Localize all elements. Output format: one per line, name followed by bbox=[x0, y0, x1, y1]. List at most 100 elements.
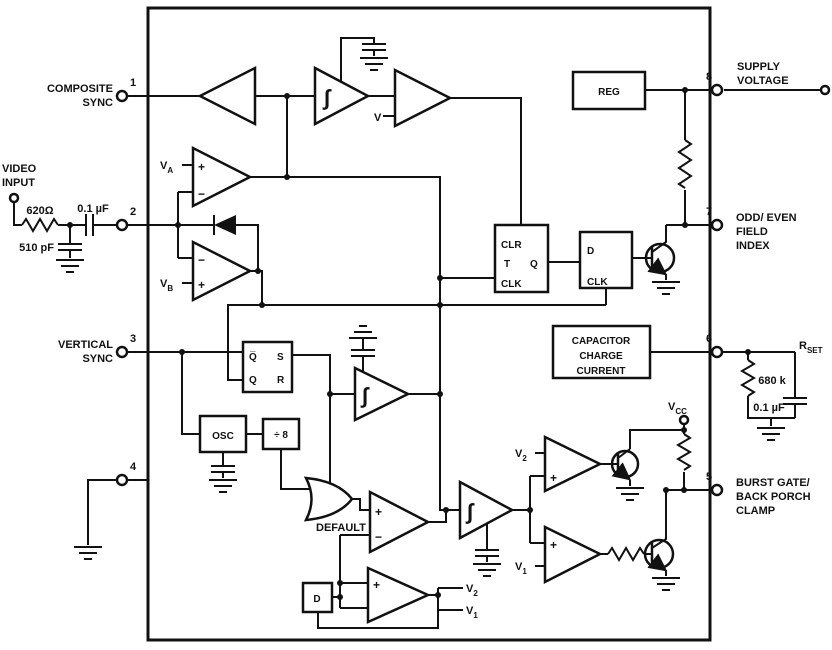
ground-symbol bbox=[756, 427, 786, 441]
wire bbox=[250, 176, 460, 511]
default-label: DEFAULT bbox=[316, 522, 366, 534]
rset-network bbox=[722, 351, 807, 441]
integrator-3-triangle bbox=[458, 479, 515, 541]
video-input-network bbox=[8, 192, 148, 273]
pin7-label-line1: ODD/ EVEN bbox=[736, 212, 797, 224]
pin8-label-line2: VOLTAGE bbox=[737, 75, 789, 87]
va-plus: + bbox=[198, 160, 205, 174]
pin2-number: 2 bbox=[130, 206, 136, 218]
charge-line3: CURRENT bbox=[577, 366, 626, 377]
ff2-clk: CLK bbox=[587, 277, 608, 288]
pin-1-circle bbox=[115, 89, 129, 103]
ground-symbol bbox=[651, 577, 681, 591]
wire bbox=[181, 352, 200, 435]
osc-cap bbox=[208, 452, 238, 493]
pin1-label-line2: SYNC bbox=[82, 97, 113, 109]
wire bbox=[250, 270, 263, 305]
pin3-label-line1: VERTICAL bbox=[58, 339, 113, 351]
r-set-value: 680 k bbox=[758, 375, 786, 387]
div8-block bbox=[261, 417, 301, 451]
ff1-t: T bbox=[504, 259, 510, 270]
pin5-label-line3: CLAMP bbox=[736, 505, 775, 517]
pin6-number: 6 bbox=[706, 333, 712, 345]
wire bbox=[450, 97, 522, 225]
pin5-number: 5 bbox=[706, 471, 712, 483]
transistor-v2 bbox=[610, 448, 645, 501]
wire bbox=[352, 498, 370, 511]
video-input-terminal bbox=[8, 192, 20, 204]
transistor-pin5 bbox=[643, 490, 681, 591]
amplifiers bbox=[191, 65, 603, 624]
ff1-q: Q bbox=[530, 259, 538, 270]
wire bbox=[629, 429, 684, 449]
ff2-d: D bbox=[587, 246, 594, 257]
wire bbox=[227, 304, 606, 381]
pin-8-circle bbox=[710, 83, 724, 97]
d-box-label: D bbox=[313, 594, 320, 605]
pin5-label-line2: BACK PORCH bbox=[736, 491, 811, 503]
ground-symbol bbox=[55, 259, 85, 273]
pin7-label-line3: INDEX bbox=[736, 240, 770, 252]
emitter bbox=[611, 462, 632, 481]
latch-qbar: Q̅ bbox=[249, 351, 257, 363]
base-resistor bbox=[607, 546, 645, 562]
supply-terminal bbox=[819, 84, 831, 96]
pin-2-circle bbox=[115, 218, 129, 232]
pin-7-circle bbox=[710, 218, 724, 232]
pin-terminals bbox=[115, 83, 724, 497]
pin4-number: 4 bbox=[130, 461, 137, 473]
diode-triangle bbox=[214, 215, 236, 235]
pin1-number: 1 bbox=[130, 77, 136, 89]
wire bbox=[13, 202, 22, 226]
latch-q: Q bbox=[249, 375, 257, 386]
wire bbox=[340, 37, 375, 81]
d-block bbox=[301, 581, 334, 614]
supply-external bbox=[724, 84, 831, 96]
c-set-value: 0.1 µF bbox=[753, 402, 785, 414]
pin8-number: 8 bbox=[706, 71, 712, 83]
comparator-v2-triangle bbox=[543, 434, 603, 494]
wire bbox=[87, 479, 117, 545]
charge-current-block bbox=[551, 324, 652, 380]
reg-block bbox=[571, 70, 647, 111]
charge-line1: CAPACITOR bbox=[572, 336, 631, 347]
v1-bottom-label: V1 bbox=[466, 605, 478, 620]
r-input-value: 620Ω bbox=[26, 205, 53, 217]
ff1-clk: CLK bbox=[501, 279, 522, 290]
reg-label: REG bbox=[598, 87, 620, 98]
pullup-resistor bbox=[677, 139, 693, 189]
comparator-top-triangle bbox=[393, 67, 453, 129]
pin8-label-line1: SUPPLY bbox=[737, 61, 781, 73]
or-gate bbox=[303, 476, 354, 522]
ground-symbol bbox=[359, 57, 389, 71]
pin7-label-line2: FIELD bbox=[736, 226, 768, 238]
output-buffer-triangle bbox=[197, 65, 257, 127]
collector bbox=[651, 490, 667, 549]
v-ref-label: V bbox=[374, 112, 382, 124]
v2-bottom-label: V2 bbox=[466, 583, 478, 598]
vb-label: VB bbox=[160, 278, 173, 293]
pin-3-circle bbox=[115, 345, 129, 359]
ff1-clr: CLR bbox=[501, 240, 522, 251]
latch-s: S bbox=[277, 352, 284, 363]
ff2-block bbox=[578, 230, 634, 290]
v1-comp-plus: + bbox=[550, 538, 557, 552]
emitter bbox=[647, 257, 668, 276]
charge-line2: CHARGE bbox=[579, 351, 623, 362]
pin4-ground bbox=[73, 479, 148, 560]
v2-label: V2 bbox=[515, 448, 527, 463]
pin-6-circle bbox=[710, 345, 724, 359]
wire bbox=[280, 449, 311, 490]
pin-5-circle bbox=[710, 483, 724, 497]
va-minus: − bbox=[198, 187, 205, 201]
latch-r: R bbox=[277, 375, 285, 386]
collector bbox=[651, 225, 667, 253]
vcc-resistor bbox=[676, 433, 692, 471]
osc-label: OSC bbox=[212, 431, 234, 442]
collector bbox=[617, 448, 631, 459]
comparator-default-triangle bbox=[368, 489, 431, 555]
pin7-number: 7 bbox=[706, 206, 712, 218]
chip-outline bbox=[146, 6, 712, 642]
vcc-terminal bbox=[678, 414, 690, 426]
